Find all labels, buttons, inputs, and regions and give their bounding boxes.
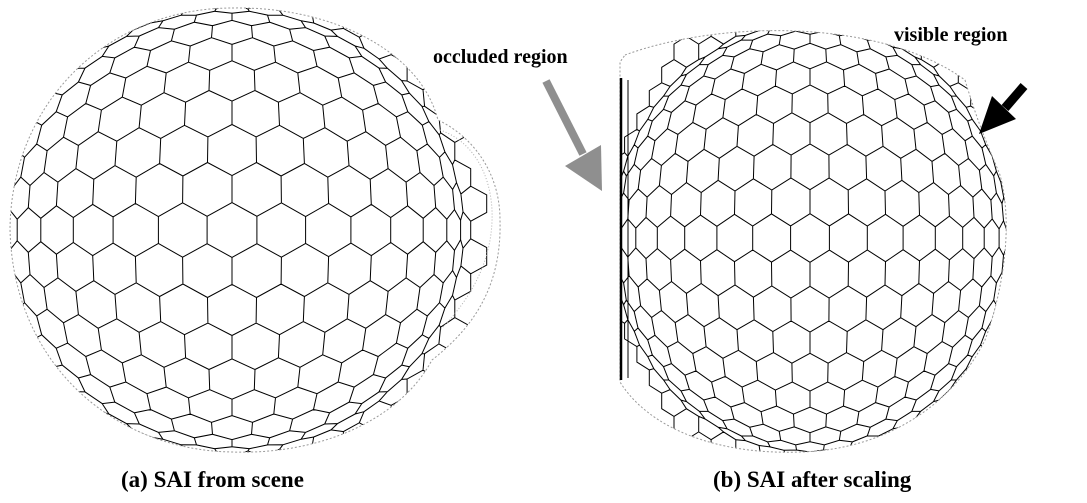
meshA-cells: [10, 7, 488, 453]
caption-b: (b) SAI after scaling: [713, 467, 912, 492]
occluded-region-label: occluded region: [433, 46, 568, 68]
sai-mesh-b-outline: [619, 30, 1007, 453]
sai-mesh-a: [9, 7, 501, 453]
black-arrow-icon: [979, 83, 1028, 134]
caption-a: (a) SAI from scene: [121, 467, 304, 492]
sai-mesh-a-bump: [439, 129, 493, 331]
sai-mesh-a-outline: [9, 7, 501, 453]
visible-region-label: visible region: [894, 24, 1008, 46]
gray-arrow-icon: [542, 79, 602, 191]
sai-mesh-b: [619, 30, 1007, 453]
meshB-cells: [620, 30, 1007, 453]
